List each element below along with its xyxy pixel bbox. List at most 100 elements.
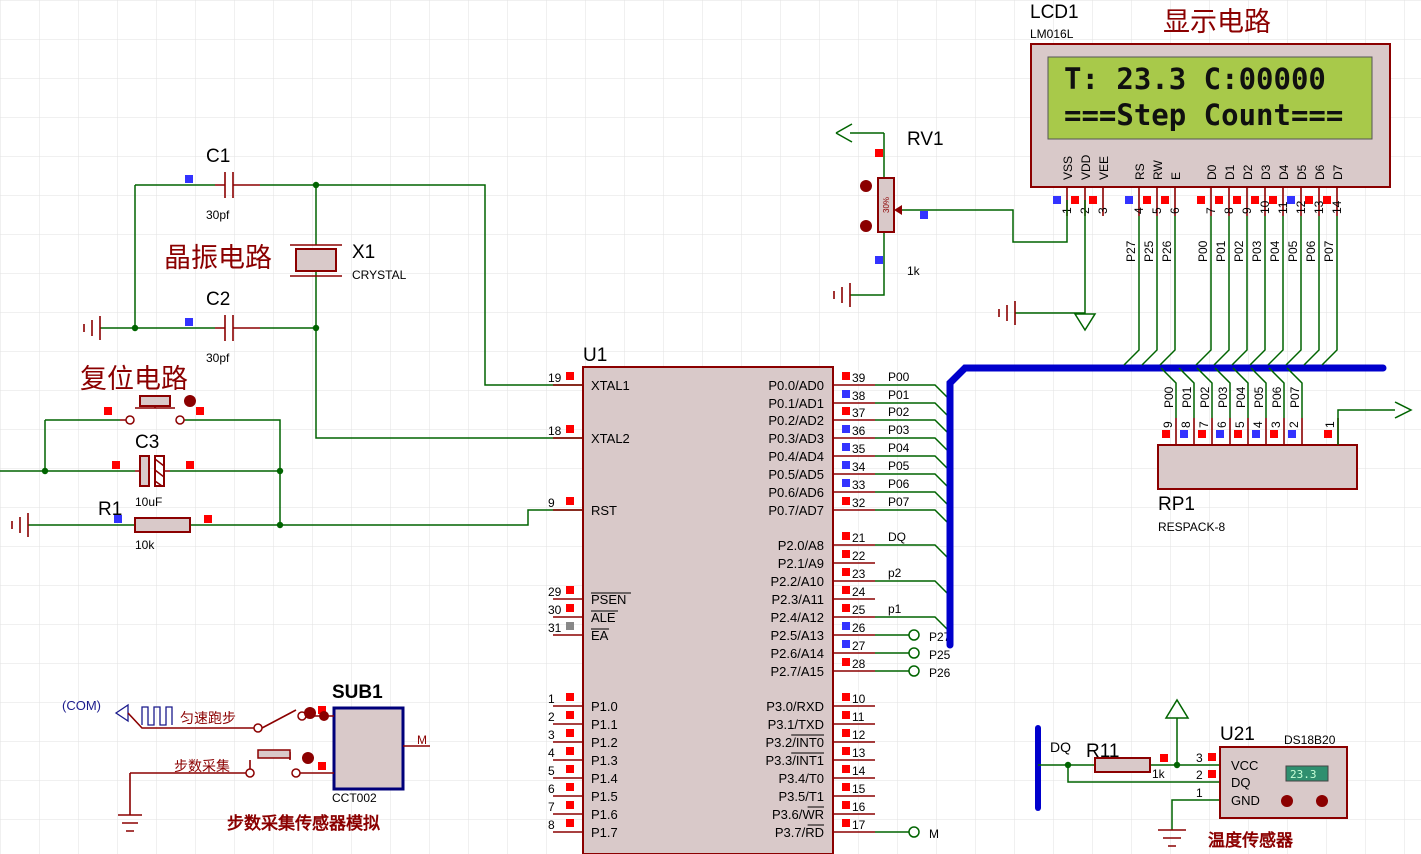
- u1-pin-number: 1: [548, 692, 555, 706]
- temp-sensor-title: 温度传感器: [1208, 830, 1294, 851]
- rp1-pin-8[interactable]: 8: [1178, 367, 1195, 445]
- r11-value: 1k: [1152, 767, 1166, 781]
- lcd-pin-d1[interactable]: D1 8: [1213, 164, 1237, 366]
- lcd-pin-number: 14: [1330, 200, 1344, 214]
- u1-pin-number: 13: [852, 746, 866, 760]
- rp1-pin-7[interactable]: 7: [1196, 367, 1213, 445]
- ground-symbol-reset: [11, 513, 29, 537]
- u1-pin-name: P0.5/AD5: [768, 467, 824, 482]
- capacitor-c3[interactable]: C3 10uF: [112, 432, 194, 509]
- sensor-simulator-sub1[interactable]: SUB1 CCT002 M (COM) 匀速跑步 步数采集 步数采集传感器模拟: [62, 682, 430, 834]
- rp1-pin-5[interactable]: 5: [1232, 367, 1249, 445]
- lcd-pin-name: D1: [1223, 164, 1237, 180]
- lcd-pin-number: 12: [1294, 200, 1308, 214]
- u1-net-label: p1: [888, 602, 902, 616]
- lcd-pin-name: E: [1169, 172, 1183, 180]
- lcd-pin-d0[interactable]: D07: [1195, 164, 1219, 366]
- lcd-pin-rs[interactable]: RS4: [1123, 163, 1147, 366]
- rp1-pin-9[interactable]: 9: [1160, 367, 1177, 445]
- rp1-pin-2[interactable]: 2: [1286, 367, 1303, 445]
- lcd-module[interactable]: 显示电路 LCD1 LM016L T: 23.3 C:00000 ===Step…: [1030, 2, 1391, 366]
- potentiometer-rv1[interactable]: 30% RV1 1k: [833, 123, 1097, 332]
- c3-ref: C3: [135, 432, 159, 453]
- resistor-r1[interactable]: R1 10k: [98, 499, 212, 552]
- lcd-pin-d2[interactable]: D29: [1231, 164, 1255, 366]
- u1-pin-name: P3.4/T0: [778, 771, 824, 786]
- u1-pin-name: P2.3/A11: [771, 592, 824, 607]
- u1-pin-number: 3: [548, 728, 555, 742]
- lcd-bus-label: P05: [1286, 240, 1300, 262]
- lcd-pin-number: 8: [1222, 207, 1236, 214]
- lcd-pin-d5[interactable]: D5 12: [1285, 164, 1309, 366]
- u1-pin-name: RST: [591, 503, 617, 518]
- rp1-pin-3[interactable]: 3: [1268, 367, 1285, 445]
- lcd-pin-rw[interactable]: RW5: [1141, 160, 1165, 366]
- rp1-pin-4[interactable]: 4: [1250, 367, 1267, 445]
- lcd-pin-name: D5: [1295, 164, 1309, 180]
- u1-pin-number: 29: [548, 585, 562, 599]
- u1-pin-name: P2.7/A15: [771, 664, 825, 679]
- u1-pin-name: P2.6/A14: [771, 646, 825, 661]
- rv1-ref: RV1: [907, 129, 944, 150]
- ground-symbol-crystal: [83, 316, 101, 340]
- lcd-pin-e[interactable]: E6: [1159, 172, 1183, 366]
- u1-net-label: P26: [929, 666, 951, 680]
- r11-ref: R11: [1086, 741, 1119, 762]
- capacitor-c2[interactable]: C2 30pf: [185, 289, 260, 365]
- lcd-pin-name: VDD: [1079, 154, 1093, 180]
- capacitor-c1[interactable]: C1 30pf: [185, 146, 260, 222]
- reset-button[interactable]: [104, 395, 204, 425]
- crystal-x1[interactable]: X1 CRYSTAL: [290, 242, 407, 282]
- rp1-pin-6[interactable]: 6: [1214, 367, 1231, 445]
